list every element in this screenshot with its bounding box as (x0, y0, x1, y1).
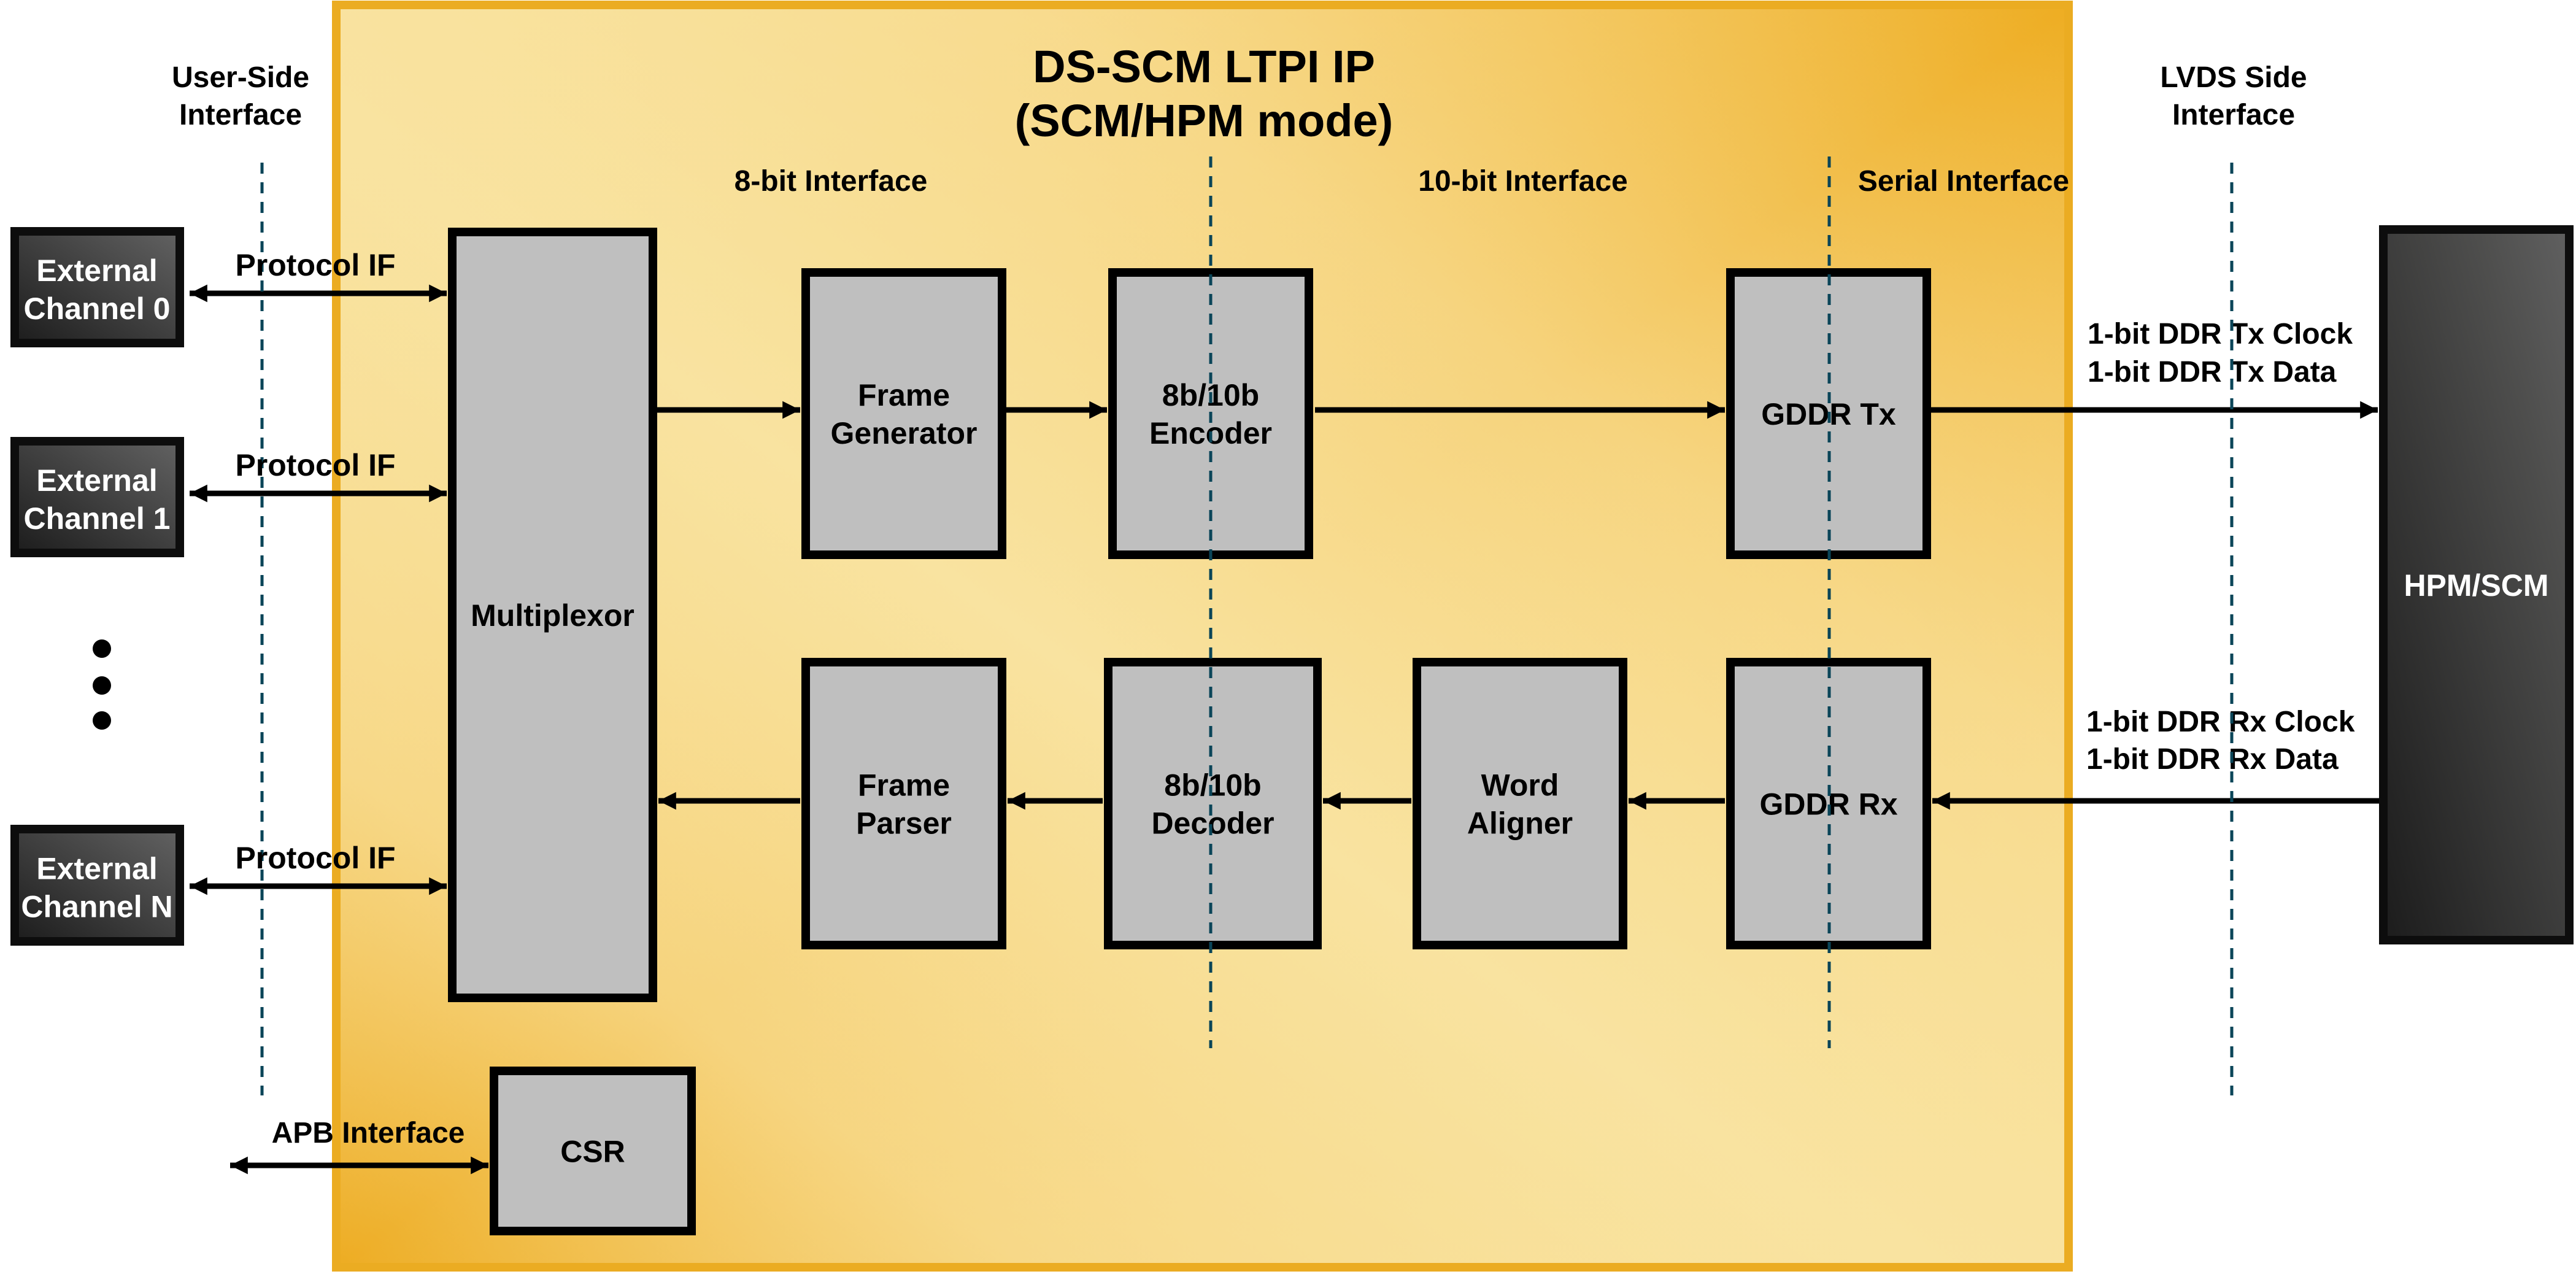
csr-label: CSR (560, 1135, 625, 1169)
tx-clock-label: 1-bit DDR Tx Clock (2088, 318, 2353, 350)
hpm-scm-label: HPM/SCM (2404, 568, 2548, 603)
hpm-scm-block: HPM/SCM (2379, 225, 2574, 944)
ellipsis-dot (93, 676, 111, 695)
multiplexor-label: Multiplexor (471, 598, 634, 633)
external-channel-label: External (36, 253, 157, 288)
word-aligner-label: Aligner (1467, 806, 1573, 841)
more-channels-ellipsis (93, 639, 111, 730)
serial-interface-label: Serial Interface (1858, 165, 2069, 198)
user-side-header-line2: Interface (179, 99, 302, 131)
user-side-header-line1: User-Side (172, 61, 309, 94)
apb-interface-label: APB Interface (272, 1117, 465, 1149)
frame-parser-label: Parser (856, 806, 952, 841)
ip-title-line1: DS-SCM LTPI IP (1033, 41, 1375, 92)
rx-data-label: 1-bit DDR Rx Data (2086, 743, 2339, 776)
word-aligner-label: Word (1481, 768, 1559, 803)
ip-title-line2: (SCM/HPM mode) (1015, 95, 1394, 146)
protocol-if-label: Protocol IF (235, 248, 395, 282)
ellipsis-dot (93, 639, 111, 658)
frame-parser-label: Frame (858, 768, 950, 803)
decoder-label: 8b/10b (1164, 768, 1261, 803)
ten-bit-interface-label: 10-bit Interface (1418, 165, 1627, 198)
external-channel-label: Channel N (21, 890, 172, 924)
external-channel-label: External (36, 852, 157, 886)
frame-generator-label: Frame (858, 378, 950, 412)
frame-generator-label: Generator (831, 416, 978, 450)
ip-core-container (332, 1, 2073, 1272)
ellipsis-dot (93, 711, 111, 730)
external-channel-label: Channel 1 (24, 501, 171, 536)
rx-clock-label: 1-bit DDR Rx Clock (2086, 706, 2355, 738)
external-channel-label: External (36, 463, 157, 498)
decoder-label: Decoder (1151, 806, 1274, 841)
csr-block: CSR (490, 1067, 696, 1235)
protocol-if-label: Protocol IF (235, 841, 395, 875)
lvds-side-header-line1: LVDS Side (2160, 61, 2307, 94)
multiplexor-block: Multiplexor (448, 228, 657, 1002)
gddr-rx-block: GDDR Rx (1726, 658, 1931, 949)
tx-data-label: 1-bit DDR Tx Data (2088, 356, 2337, 388)
lvds-side-header-line2: Interface (2172, 99, 2295, 131)
protocol-if-label: Protocol IF (235, 448, 395, 482)
eight-bit-interface-label: 8-bit Interface (735, 165, 928, 198)
external-channel-label: Channel 0 (24, 291, 171, 326)
